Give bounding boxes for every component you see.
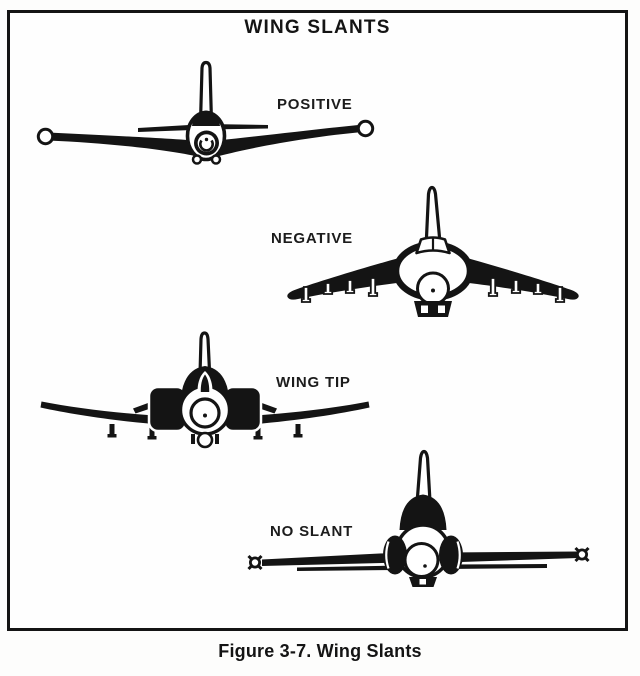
figure-caption: Figure 3-7. Wing Slants	[218, 641, 422, 661]
label-negative: NEGATIVE	[271, 230, 353, 247]
left-tip-missile	[248, 556, 261, 569]
pylon	[344, 279, 356, 294]
label-positive: POSITIVE	[277, 96, 353, 113]
aircraft-wing-tip-slant-icon	[40, 331, 370, 449]
gear	[196, 431, 214, 449]
pylon	[107, 424, 117, 438]
lower-fuselage	[414, 301, 452, 317]
figure-title: WING SLANTS	[244, 17, 391, 38]
wings-tip-up	[40, 401, 370, 427]
right-wing-flat	[446, 551, 578, 563]
outrigger	[367, 277, 379, 297]
outrigger	[487, 277, 499, 297]
pylon	[510, 279, 522, 294]
aircraft-no-slant-icon	[247, 449, 590, 587]
aircraft-negative-anhedral-icon	[287, 185, 579, 317]
pylon	[293, 424, 303, 438]
right-tip-missile	[576, 548, 589, 561]
fin-fairing	[192, 110, 220, 126]
canopy-fairing	[399, 494, 447, 530]
right-intake	[439, 535, 463, 575]
radome	[189, 397, 221, 429]
left-wing-flat	[262, 552, 400, 566]
left-intake	[383, 535, 407, 575]
fin	[198, 60, 214, 124]
label-wing-tip: WING TIP	[276, 374, 351, 391]
pylon	[300, 286, 312, 303]
label-no-slant: NO SLANT	[270, 523, 354, 540]
figure-frame	[7, 10, 628, 631]
radome	[403, 542, 440, 578]
fin	[424, 185, 443, 250]
aircraft-positive-dihedral-icon	[36, 60, 375, 165]
pylon	[554, 286, 566, 303]
pylon	[322, 282, 334, 295]
pylon	[532, 282, 544, 295]
left-tip-tank	[36, 127, 55, 146]
right-tip-tank	[356, 119, 375, 138]
intake	[199, 139, 214, 152]
